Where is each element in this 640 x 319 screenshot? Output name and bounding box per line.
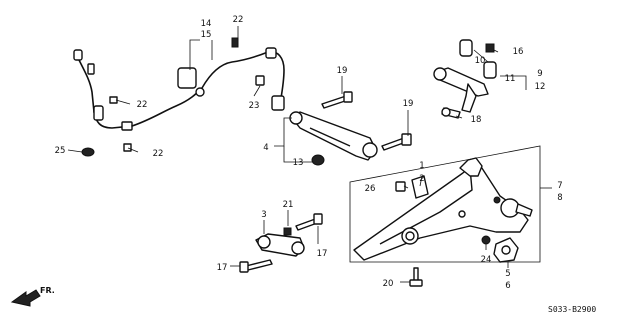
callout-21: 21 — [283, 200, 294, 210]
lower-link-assembly — [239, 213, 323, 273]
callout-22-mid: 22 — [137, 100, 148, 110]
callout-6: 6 — [505, 281, 510, 291]
callout-9: 9 — [537, 69, 542, 79]
callout-labels: 14 15 22 22 22 25 23 19 19 4 13 1 2 26 1… — [55, 15, 563, 291]
callout-10: 10 — [475, 56, 486, 66]
callout-20: 20 — [383, 279, 394, 289]
callout-16: 16 — [513, 47, 524, 57]
callout-26: 26 — [365, 184, 376, 194]
callout-5: 5 — [505, 269, 510, 279]
direction-label: FR. — [40, 286, 55, 295]
callout-3: 3 — [261, 210, 266, 220]
callout-7: 7 — [557, 181, 562, 191]
callout-8: 8 — [557, 193, 562, 203]
upper-link-assembly — [433, 39, 497, 119]
callout-17-left: 17 — [217, 263, 228, 273]
callout-25: 25 — [55, 146, 66, 156]
callout-22-top: 22 — [233, 15, 244, 25]
diagram-code: S033-B2900 — [548, 305, 596, 314]
callout-23: 23 — [249, 101, 260, 111]
hub-carrier — [409, 235, 519, 287]
callout-15: 15 — [201, 30, 212, 40]
upper-arm — [289, 111, 378, 161]
callout-19-right: 19 — [403, 99, 414, 109]
callout-12: 12 — [535, 82, 546, 92]
callout-11: 11 — [505, 74, 516, 84]
callout-4: 4 — [263, 143, 268, 153]
trailing-arm — [353, 157, 533, 261]
callout-1: 1 — [419, 161, 424, 171]
callout-13: 13 — [293, 158, 304, 168]
callout-14: 14 — [201, 19, 212, 29]
leader-lines — [67, 26, 552, 283]
callout-22-low: 22 — [153, 149, 164, 159]
front-direction-arrow: FR. — [10, 286, 55, 307]
arm-bolts — [311, 91, 412, 166]
callout-24: 24 — [481, 255, 492, 265]
abs-sensor-harness — [73, 47, 285, 131]
callout-17-right: 17 — [317, 249, 328, 259]
callout-2: 2 — [419, 174, 424, 184]
callout-19-left: 19 — [337, 66, 348, 76]
harness-bolts — [81, 37, 265, 157]
callout-18: 18 — [471, 115, 482, 125]
